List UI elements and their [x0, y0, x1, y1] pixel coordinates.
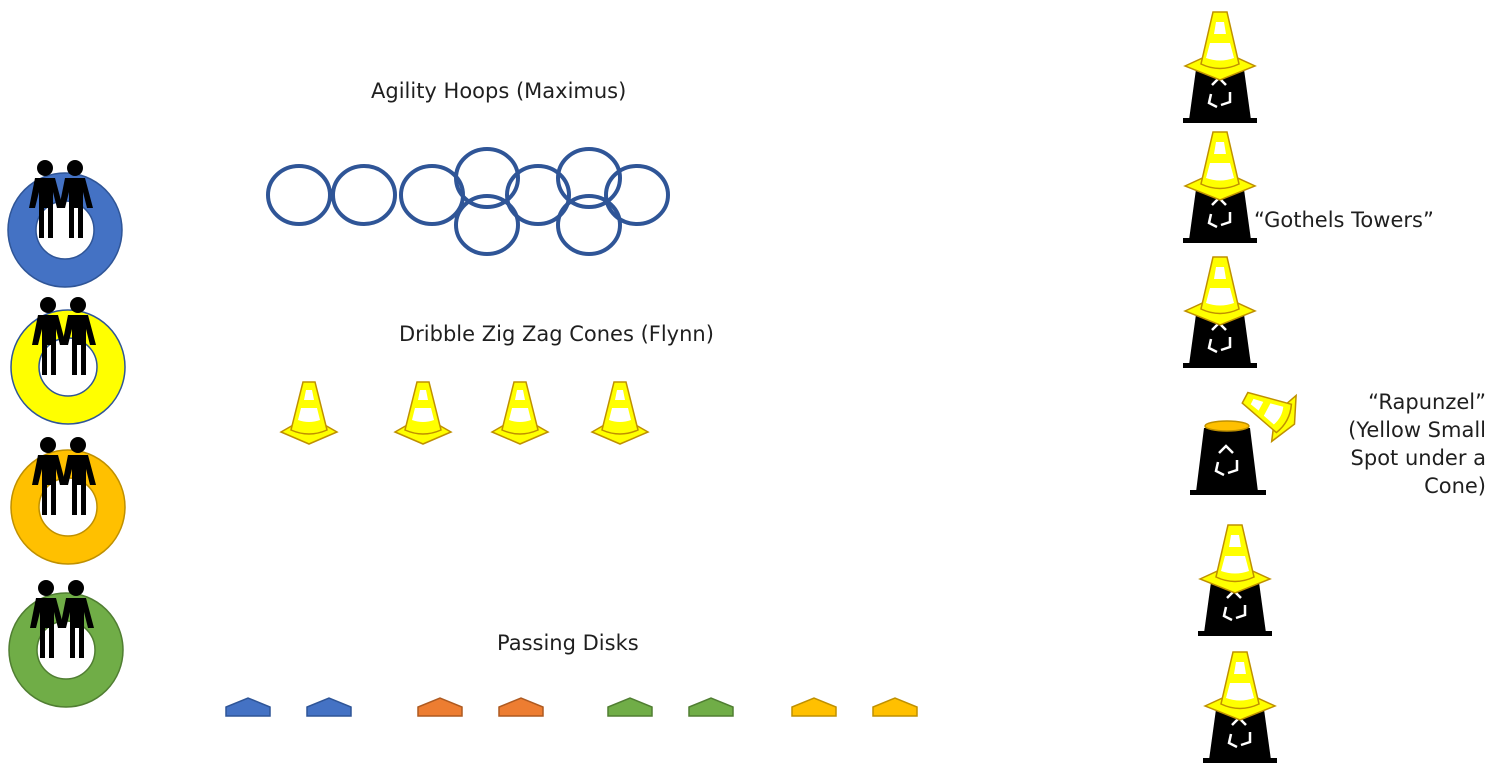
- tower-icon: [1190, 428, 1266, 495]
- tower-icon: [1183, 307, 1257, 368]
- passing-disk-icon: [417, 697, 463, 717]
- hoop: [266, 164, 332, 226]
- hoop: [604, 164, 670, 226]
- two-people-icon: [32, 297, 96, 375]
- passing-disk-icon: [791, 697, 837, 717]
- cone-icon: [590, 381, 650, 445]
- player-group-2: [10, 297, 126, 425]
- cone-icon: [279, 381, 339, 445]
- tower-with-cone-6: [1203, 651, 1277, 763]
- passing-disk-icon: [225, 697, 271, 717]
- cone-icon: [393, 381, 453, 445]
- cone-icon: [1198, 524, 1272, 594]
- two-people-icon: [32, 437, 96, 515]
- tower-icon: [1183, 182, 1257, 243]
- rapunzel-tower: [1190, 391, 1297, 495]
- tower-icon: [1183, 62, 1257, 123]
- two-people-icon: [30, 580, 94, 658]
- dribble-cones-label: Dribble Zig Zag Cones (Flynn): [399, 322, 714, 346]
- passing-disk-icon: [306, 697, 352, 717]
- agility-hoops-label: Agility Hoops (Maximus): [371, 79, 627, 103]
- hoop: [505, 164, 571, 226]
- hoop: [331, 164, 397, 226]
- player-group-3: [10, 437, 126, 565]
- hoop: [399, 164, 465, 226]
- rapunzel-label: “Rapunzel” (Yellow Small Spot under a Co…: [1348, 390, 1486, 498]
- cone-icon: [1183, 131, 1257, 201]
- cone-icon: [1203, 651, 1277, 721]
- tower-with-cone-3: [1183, 256, 1257, 368]
- hoop: [556, 194, 622, 256]
- cone-icon: [1183, 11, 1257, 81]
- hoop: [454, 194, 520, 256]
- tipped-cone-icon: [1241, 391, 1297, 444]
- passing-disk-icon: [872, 697, 918, 717]
- agility-hoops: [266, 147, 670, 256]
- two-people-icon: [29, 160, 93, 238]
- passing-disks-label: Passing Disks: [497, 631, 639, 655]
- hoop: [454, 147, 520, 209]
- tower-with-cone-5: [1198, 524, 1272, 636]
- player-group-4: [8, 580, 124, 708]
- passing-disk-icon: [498, 697, 544, 717]
- passing-disk-icon: [688, 697, 734, 717]
- passing-disk-icon: [607, 697, 653, 717]
- cone-icon: [1183, 256, 1257, 326]
- gothels-towers-label: “Gothels Towers”: [1254, 208, 1434, 232]
- hoop: [556, 147, 622, 209]
- tower-with-cone-1: [1183, 11, 1257, 123]
- tower-with-cone-2: [1183, 131, 1257, 243]
- passing-disks: [225, 697, 918, 717]
- cone-icon: [490, 381, 550, 445]
- player-group-1: [7, 160, 123, 288]
- yellow-spot-icon: [1204, 420, 1250, 432]
